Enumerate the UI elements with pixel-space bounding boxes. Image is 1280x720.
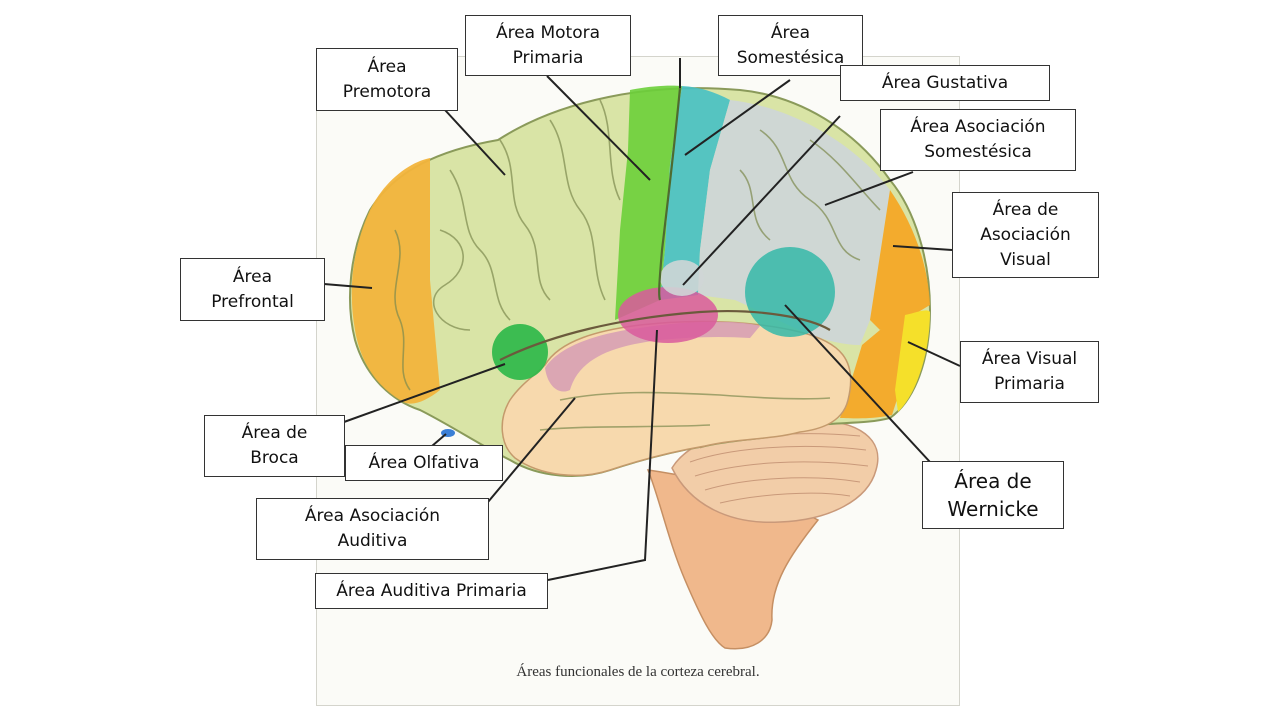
label-somestesica: Área Somestésica (718, 15, 863, 76)
label-auditiva-primaria: Área Auditiva Primaria (315, 573, 548, 609)
primary-visual-region (895, 310, 930, 412)
label-visual-primaria: Área Visual Primaria (960, 341, 1099, 403)
leader-lines (323, 58, 961, 581)
label-motora-primaria: Área Motora Primaria (465, 15, 631, 76)
leader-premotora (444, 109, 506, 176)
leader-gustativa (682, 115, 841, 286)
leader-somestesica (684, 79, 791, 156)
label-olfativa: Área Olfativa (345, 445, 503, 481)
lateral-sulcus (499, 310, 831, 361)
auditory-association-region (545, 321, 760, 392)
motor-strip (615, 85, 682, 321)
label-premotora: Área Premotora (316, 48, 458, 111)
label-asociacion-visual: Área de Asociación Visual (952, 192, 1099, 278)
leader-broca (343, 363, 506, 423)
label-gustativa: Área Gustativa (840, 65, 1050, 101)
leader-prefrontal (323, 283, 373, 289)
label-prefrontal: Área Prefrontal (180, 258, 325, 321)
wernicke-region (745, 247, 835, 337)
label-asociacion-somestesica: Área Asociación Somestésica (880, 109, 1076, 171)
central-sulcus (658, 87, 682, 301)
leader-asoc-somest (824, 171, 914, 206)
somatosensory-strip (660, 86, 730, 300)
label-broca: Área de Broca (204, 415, 345, 477)
leader-wernicke (784, 304, 931, 463)
label-asociacion-auditiva: Área Asociación Auditiva (256, 498, 489, 560)
figure-caption: Áreas funcionales de la corteza cerebral… (516, 664, 760, 680)
leader-visual-primaria (907, 341, 961, 367)
gyri-lines (394, 99, 881, 431)
leader-asoc-visual (892, 245, 953, 251)
leader-asoc-auditiva (487, 397, 576, 503)
leader-olfativa (431, 433, 447, 447)
label-wernicke: Área de Wernicke (922, 461, 1064, 529)
gustatory-region (660, 260, 704, 296)
leader-auditiva-primaria (547, 329, 658, 581)
leader-motora (546, 75, 651, 181)
